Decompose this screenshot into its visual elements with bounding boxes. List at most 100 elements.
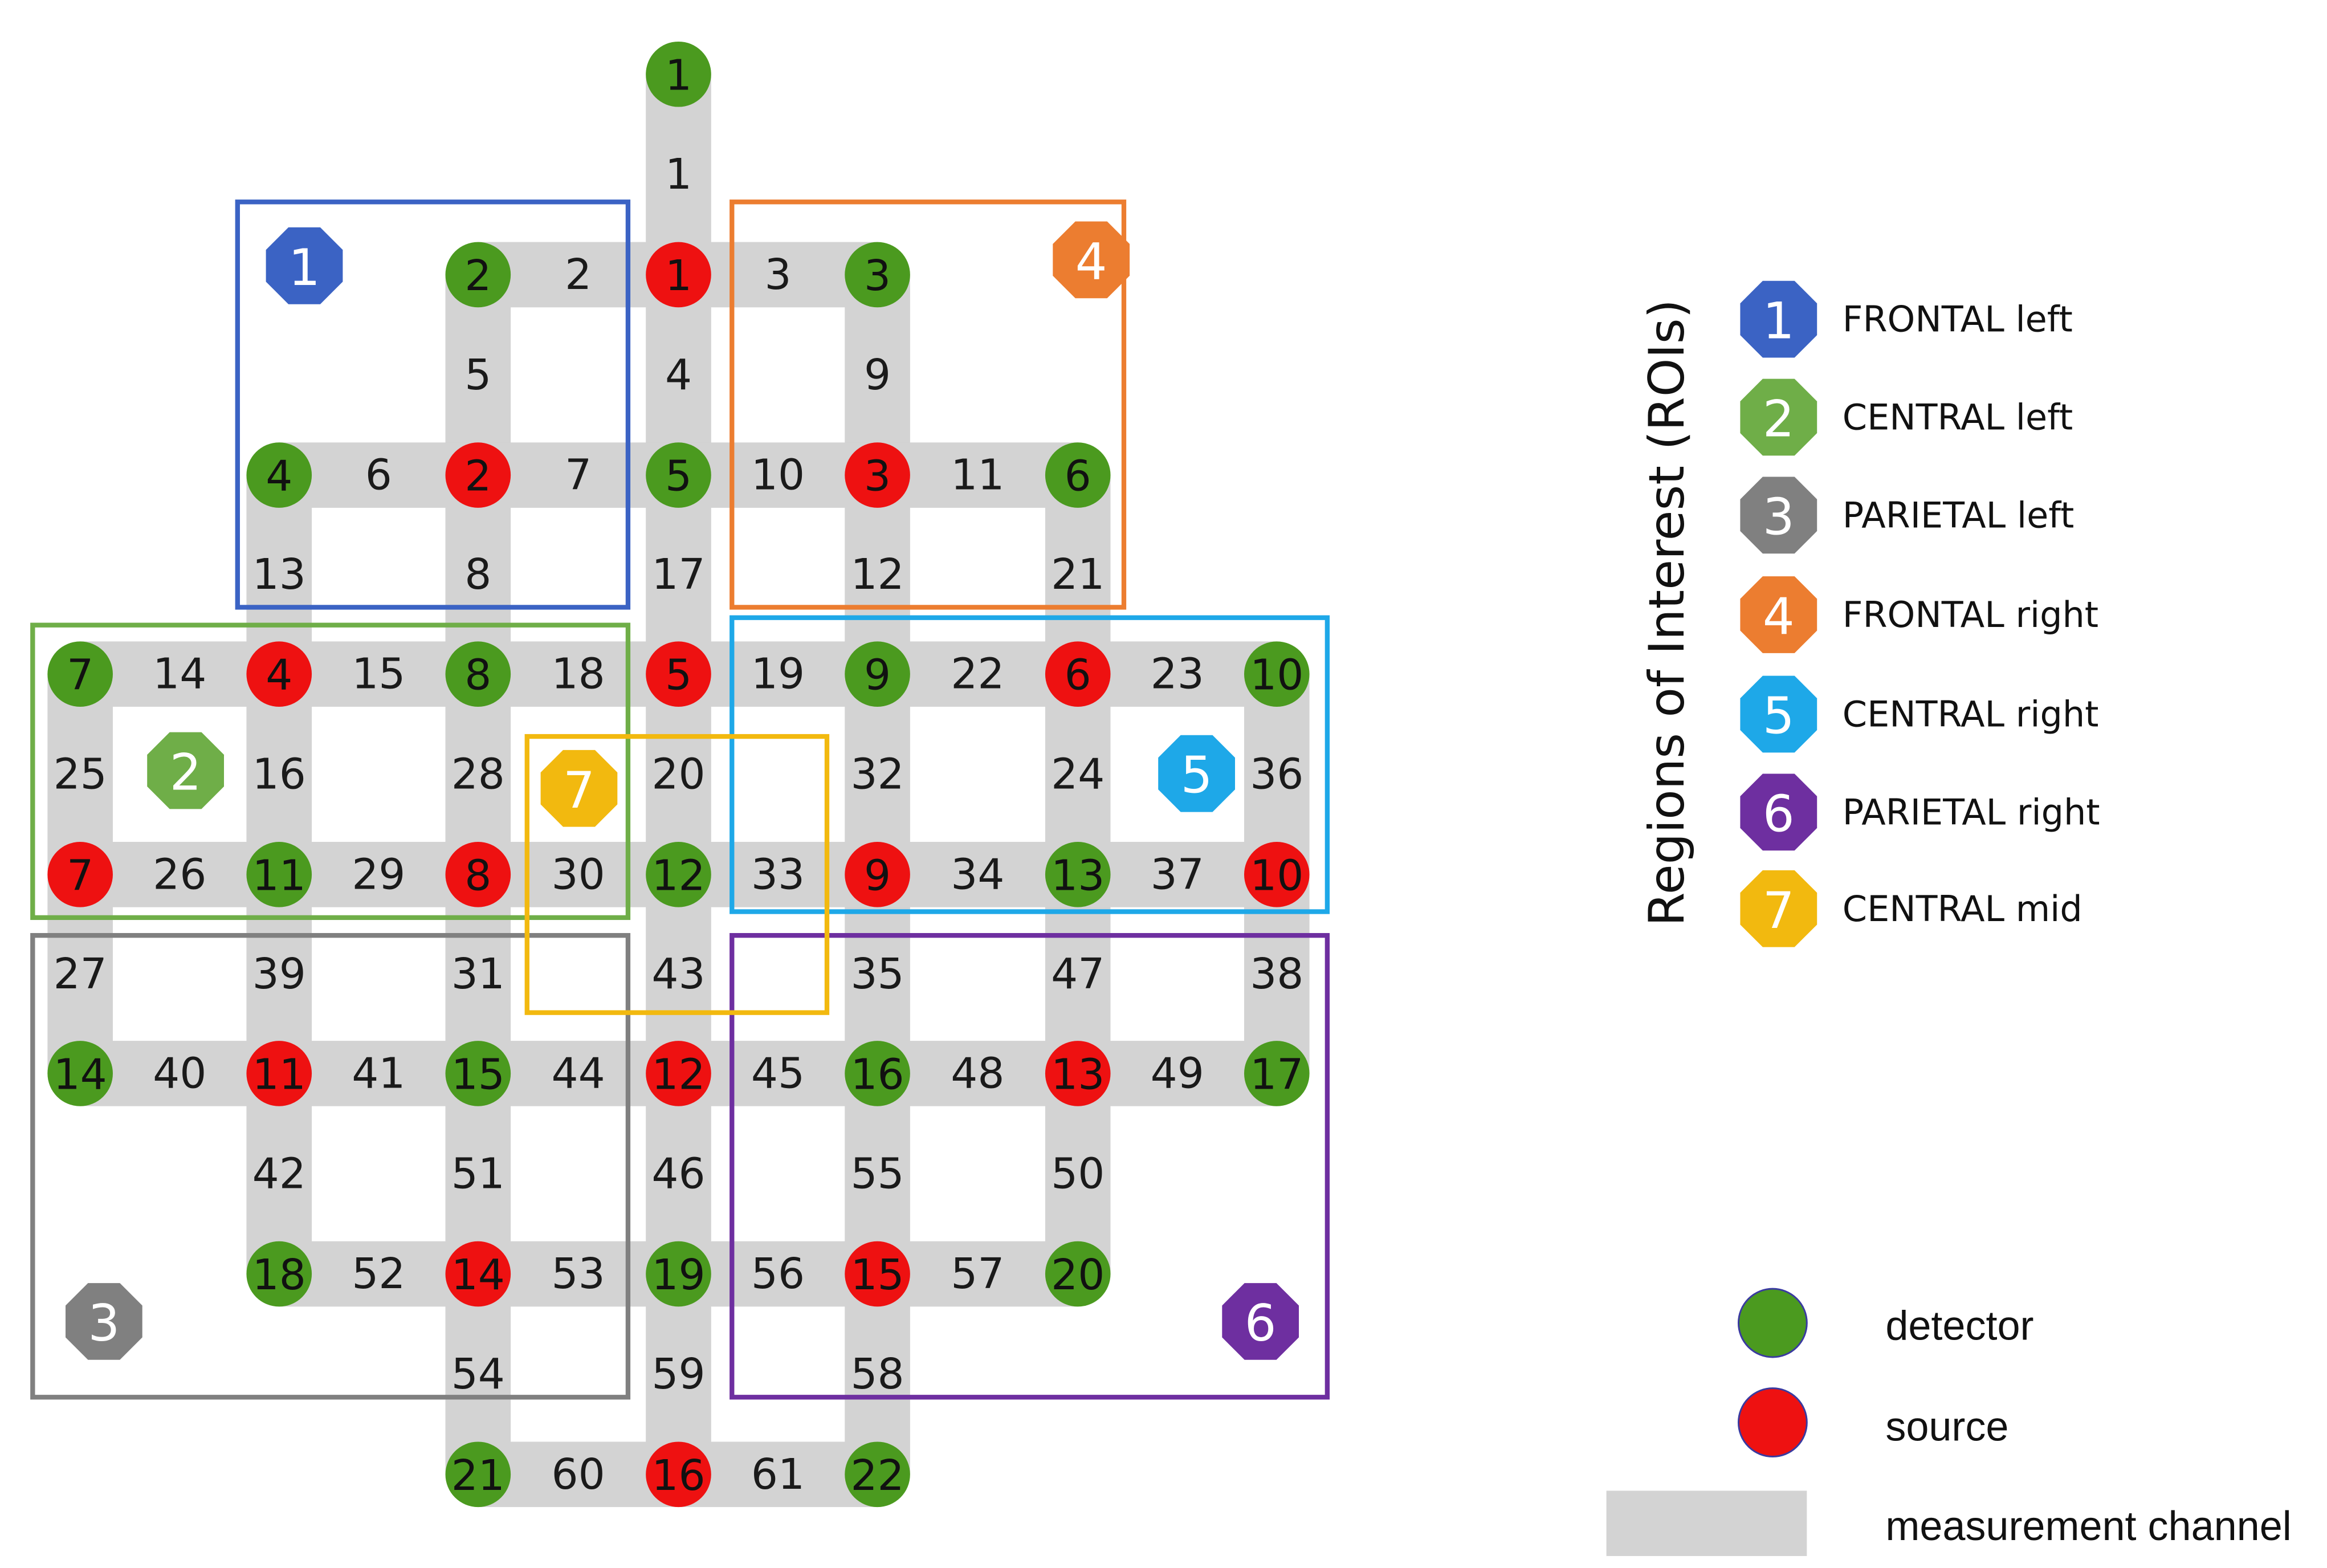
svg-text:7: 7	[67, 651, 93, 700]
channel-label-44: 44	[552, 1049, 605, 1098]
source-2: 2	[445, 442, 511, 508]
roi-legend-label: FRONTAL left	[1843, 299, 2073, 340]
svg-text:10: 10	[1250, 851, 1303, 900]
channel-bar-44	[478, 1041, 679, 1106]
channel-label-13: 13	[252, 550, 306, 599]
channel-bar-38	[1244, 874, 1310, 1074]
channel-bar-20	[646, 674, 711, 875]
svg-text:12: 12	[651, 851, 705, 900]
channel-bar-42	[246, 1073, 312, 1274]
channel-bar-56	[678, 1241, 878, 1307]
channel-label-40: 40	[153, 1049, 206, 1098]
svg-text:3: 3	[864, 251, 891, 300]
channel-bar-45	[678, 1041, 878, 1106]
svg-text:5: 5	[1763, 687, 1795, 746]
svg-text:15: 15	[451, 1050, 505, 1099]
svg-text:6: 6	[1065, 651, 1091, 700]
svg-text:14: 14	[451, 1251, 505, 1300]
roi-boxes	[30, 199, 1330, 1400]
detector-16: 16	[845, 1041, 910, 1106]
channel-label-49: 49	[1151, 1049, 1204, 1098]
channel-bar-16	[246, 674, 312, 875]
source-4: 4	[246, 641, 312, 707]
channel-label-59: 59	[651, 1350, 705, 1399]
channel-bar-53	[478, 1241, 679, 1307]
svg-text:detector: detector	[1885, 1303, 2033, 1349]
source-13: 13	[1045, 1041, 1111, 1106]
detector-9: 9	[845, 641, 910, 707]
channel-bar-33	[678, 842, 878, 907]
channel-label-36: 36	[1250, 750, 1303, 799]
channel-bar-60	[478, 1441, 679, 1508]
source-10: 10	[1244, 842, 1310, 907]
channel-label-25: 25	[54, 750, 107, 799]
channel-label-1: 1	[665, 150, 692, 199]
channel-bar-36	[1244, 674, 1310, 875]
channel-bar-25	[47, 674, 113, 875]
roi-badge-3: 3	[66, 1283, 142, 1360]
svg-text:10: 10	[1250, 651, 1303, 700]
svg-text:7: 7	[1763, 881, 1795, 940]
channel-label-21: 21	[1051, 550, 1105, 599]
roi-badge-6: 6	[1222, 1283, 1299, 1360]
detector-11: 11	[246, 842, 312, 907]
channel-label-48: 48	[951, 1049, 1004, 1098]
detector-18: 18	[246, 1241, 312, 1307]
channel-label-53: 53	[552, 1249, 605, 1298]
svg-text:9: 9	[864, 651, 891, 700]
channel-label-38: 38	[1250, 950, 1303, 999]
svg-text:4: 4	[1763, 587, 1795, 646]
roi2-box	[30, 622, 631, 921]
channel-bar-19	[678, 641, 878, 707]
channel-label-61: 61	[751, 1450, 805, 1499]
svg-text:16: 16	[850, 1050, 904, 1099]
source-7: 7	[47, 842, 113, 907]
roi7-box	[524, 734, 830, 1015]
roi-legend-label: FRONTAL right	[1843, 594, 2098, 636]
svg-text:20: 20	[1051, 1251, 1105, 1300]
detector-13: 13	[1045, 842, 1111, 907]
source-9: 9	[845, 842, 910, 907]
channel-bar-52	[279, 1241, 478, 1307]
detector-2: 2	[445, 242, 511, 308]
svg-text:14: 14	[54, 1050, 107, 1099]
source-6: 6	[1045, 641, 1111, 707]
channel-bar-1	[646, 74, 711, 275]
svg-text:1: 1	[665, 51, 692, 100]
channel-label-10: 10	[751, 451, 805, 500]
svg-text:13: 13	[1051, 1050, 1105, 1099]
svg-text:3: 3	[864, 452, 891, 501]
channel-bar-5	[445, 274, 511, 475]
channel-label-5: 5	[464, 351, 491, 400]
svg-text:15: 15	[850, 1251, 904, 1300]
roi-legend-label: CENTRAL right	[1843, 694, 2099, 735]
svg-text:1: 1	[665, 251, 692, 300]
source-1: 1	[646, 242, 711, 308]
channel-bar-13	[246, 475, 312, 674]
channel-bar-27	[47, 874, 113, 1074]
channel-bar-23	[1078, 641, 1277, 707]
source-11: 11	[246, 1041, 312, 1106]
roi-legend-label: PARIETAL left	[1843, 494, 2075, 536]
svg-text:18: 18	[252, 1251, 306, 1300]
channel-label-12: 12	[850, 550, 904, 599]
channel-label-18: 18	[552, 650, 605, 699]
channel-label-50: 50	[1051, 1149, 1105, 1198]
detector-4: 4	[246, 442, 312, 508]
channel-label-19: 19	[751, 650, 805, 699]
channel-label-24: 24	[1051, 750, 1105, 799]
channel-label-57: 57	[951, 1249, 1004, 1298]
roi1-box	[235, 199, 631, 610]
channel-bar-22	[877, 641, 1078, 707]
roi5-box	[730, 615, 1330, 914]
channel-bar-17	[646, 475, 711, 674]
legend-measurement-channel: measurement channel	[1606, 1490, 2292, 1557]
svg-text:5: 5	[665, 452, 692, 501]
svg-text:1: 1	[288, 238, 320, 297]
svg-text:12: 12	[651, 1050, 705, 1099]
detector-14: 14	[47, 1041, 113, 1106]
channel-bar-28	[445, 674, 511, 875]
